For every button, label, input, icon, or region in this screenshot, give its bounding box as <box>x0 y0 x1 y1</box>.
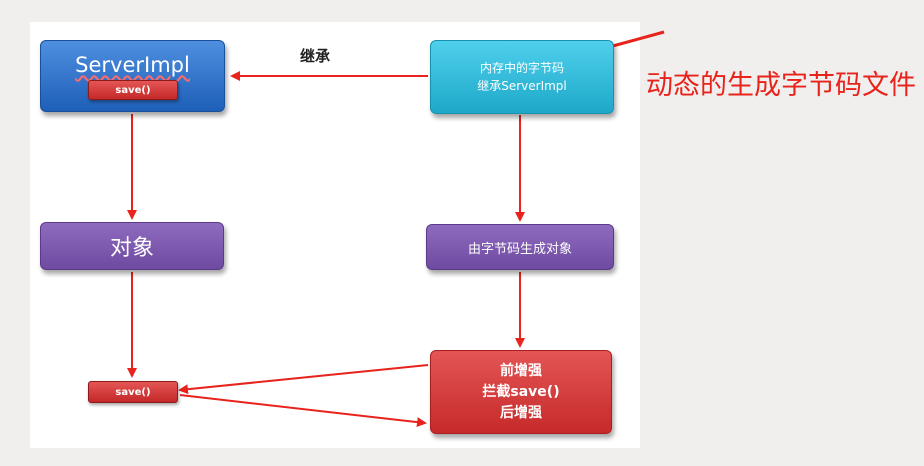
arrow-enhance-to-save <box>178 364 429 395</box>
bytecode-line2: 继承ServerImpl <box>477 79 567 93</box>
object-label: 对象 <box>109 236 154 261</box>
object-node: 对象 <box>40 222 224 270</box>
inherit-label: 继承 <box>300 47 331 65</box>
bytecode-node: 内存中的字节码 继承ServerImpl <box>430 40 614 114</box>
enhance-node: 前增强 拦截save() 后增强 <box>430 350 612 434</box>
enhance-line2: 拦截save() <box>482 383 560 400</box>
arrow-save-to-enhance <box>179 394 427 428</box>
generated-object-node: 由字节码生成对象 <box>426 224 614 270</box>
annotation-text: 动态的生成字节码文件 <box>646 70 916 101</box>
bytecode-line1: 内存中的字节码 <box>479 61 564 75</box>
enhance-line1: 前增强 <box>500 362 542 379</box>
enhance-line3: 后增强 <box>500 404 542 421</box>
save-call-node: save() <box>88 381 178 403</box>
generated-object-label: 由字节码生成对象 <box>467 241 572 257</box>
serverimpl-node: ServerImpl <box>40 40 225 112</box>
serverimpl-title: ServerImpl <box>75 53 190 77</box>
serverimpl-save-method: save() <box>88 80 178 100</box>
